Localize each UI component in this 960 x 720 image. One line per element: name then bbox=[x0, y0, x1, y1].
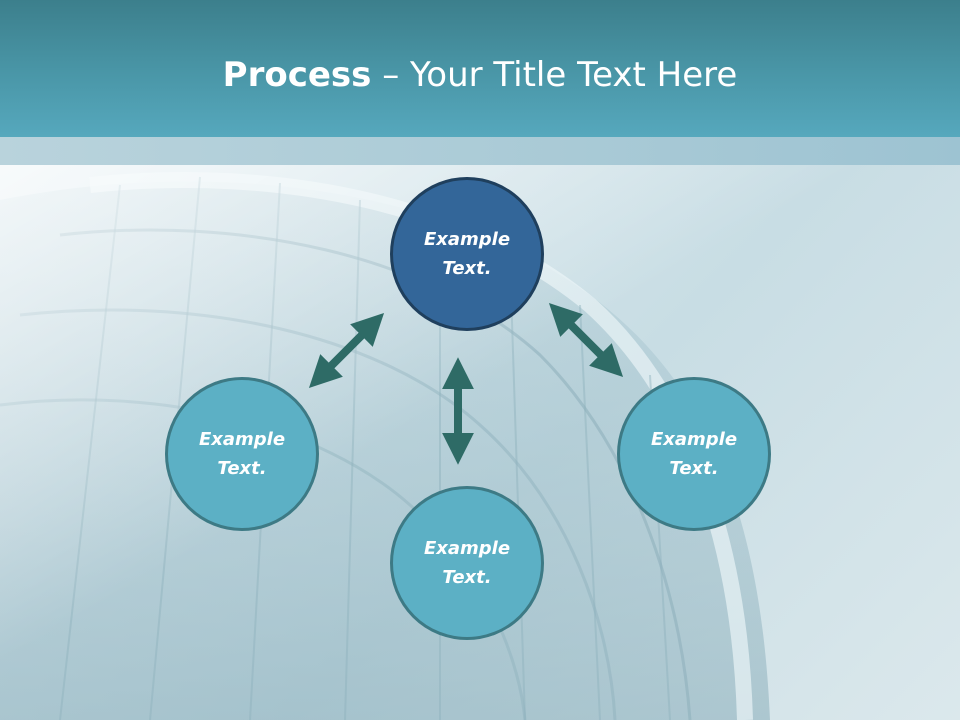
process-node-left-label: Example Text. bbox=[198, 429, 286, 479]
process-node-top: Example Text. bbox=[390, 177, 544, 331]
slide-title-separator: – bbox=[371, 55, 411, 95]
slide-title-bold: Process bbox=[222, 55, 372, 95]
title-band bbox=[0, 137, 960, 165]
slide-title-text: Your Title Text Here bbox=[410, 55, 738, 95]
process-node-top-label: Example Text. bbox=[423, 229, 511, 279]
process-node-bottom: Example Text. bbox=[390, 486, 544, 640]
arrow-top-right bbox=[548, 302, 624, 378]
process-node-left: Example Text. bbox=[165, 377, 319, 531]
title-bar bbox=[0, 0, 960, 137]
slide-title: Process – Your Title Text Here bbox=[0, 52, 960, 98]
process-node-bottom-label: Example Text. bbox=[423, 538, 511, 588]
process-node-right: Example Text. bbox=[617, 377, 771, 531]
process-node-right-label: Example Text. bbox=[650, 429, 738, 479]
arrow-top-left bbox=[308, 312, 385, 389]
